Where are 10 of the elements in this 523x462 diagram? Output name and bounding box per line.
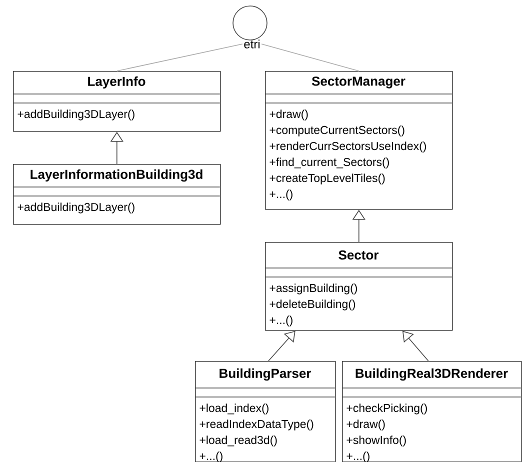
inheritance-arrow (402, 330, 429, 362)
class-box: BuildingReal3DRenderer +checkPicking() +draw() +showInfo() +...() (342, 361, 522, 462)
association-line (116, 44, 243, 72)
class-box: LayerInformationBuilding3d +addBuilding3DLayer() (12, 164, 221, 225)
class-box: Sector +assignBuilding() +deleteBuilding() +...() (264, 242, 453, 331)
association-line (261, 44, 360, 72)
class-box: SectorManager +draw() +computeCurrentSectors() +renderCurrSectorsUseIndex() +find_current_Sectors() +createTopLevelTiles() +...() (264, 71, 453, 210)
inheritance-arrow (268, 330, 296, 362)
class-box: BuildingParser +load_index() +readIndexDataType() +load_read3d() +...() (194, 361, 336, 462)
class-box: LayerInfo +addBuilding3DLayer() (12, 71, 221, 132)
